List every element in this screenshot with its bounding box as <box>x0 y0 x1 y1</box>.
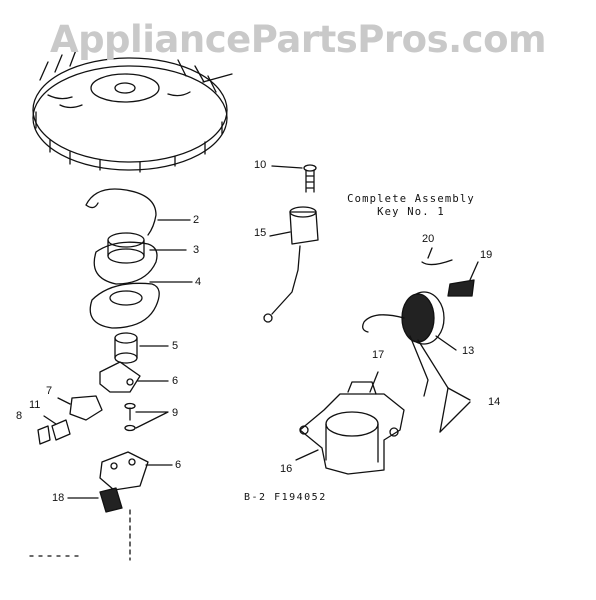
callout-2: 2 <box>193 214 200 226</box>
callout-9: 9 <box>172 407 179 419</box>
part-2-spring <box>85 188 191 236</box>
assembly-note-line2: Key No. 1 <box>377 206 445 218</box>
callout-6-lower: 6 <box>175 459 182 471</box>
callout-11: 11 <box>29 399 41 411</box>
part-4-plate <box>89 281 193 329</box>
callout-13: 13 <box>462 345 475 357</box>
part-5-bushing <box>114 332 169 364</box>
callout-8: 8 <box>16 410 23 422</box>
callout-3: 3 <box>193 244 200 256</box>
part-3-plate <box>93 232 187 285</box>
callout-18: 18 <box>52 492 65 504</box>
part-13-coil <box>362 291 457 433</box>
callout-19: 19 <box>480 249 493 261</box>
callout-7: 7 <box>46 385 53 397</box>
part-9-screw <box>124 402 169 432</box>
figure-code: B-2 F194052 <box>244 492 327 503</box>
callout-20: 20 <box>422 233 435 245</box>
part-20-clip <box>421 247 453 266</box>
callout-5: 5 <box>172 340 179 352</box>
callout-10: 10 <box>254 159 267 171</box>
assembly-note: Complete Assembly Key No. 1 <box>326 193 496 219</box>
assembly-note-line1: Complete Assembly <box>347 193 475 205</box>
callout-6-upper: 6 <box>172 375 179 387</box>
part-19-clip <box>447 261 479 297</box>
part-18-capacitor <box>67 487 123 513</box>
part-6-arm <box>99 361 169 393</box>
callout-15: 15 <box>254 227 267 239</box>
part-7-breaker <box>37 395 103 445</box>
flywheel <box>32 49 233 173</box>
part-6-base <box>99 451 173 491</box>
part-10-screw <box>271 164 317 193</box>
part-15-coil <box>263 206 319 323</box>
part-16-bracket <box>295 371 405 475</box>
part-14-wires <box>439 387 471 433</box>
callout-4: 4 <box>195 276 202 288</box>
watermark: AppliancePartsPros.com <box>49 18 547 61</box>
callout-14: 14 <box>488 396 501 408</box>
callout-16: 16 <box>280 463 293 475</box>
callout-17: 17 <box>372 349 385 361</box>
